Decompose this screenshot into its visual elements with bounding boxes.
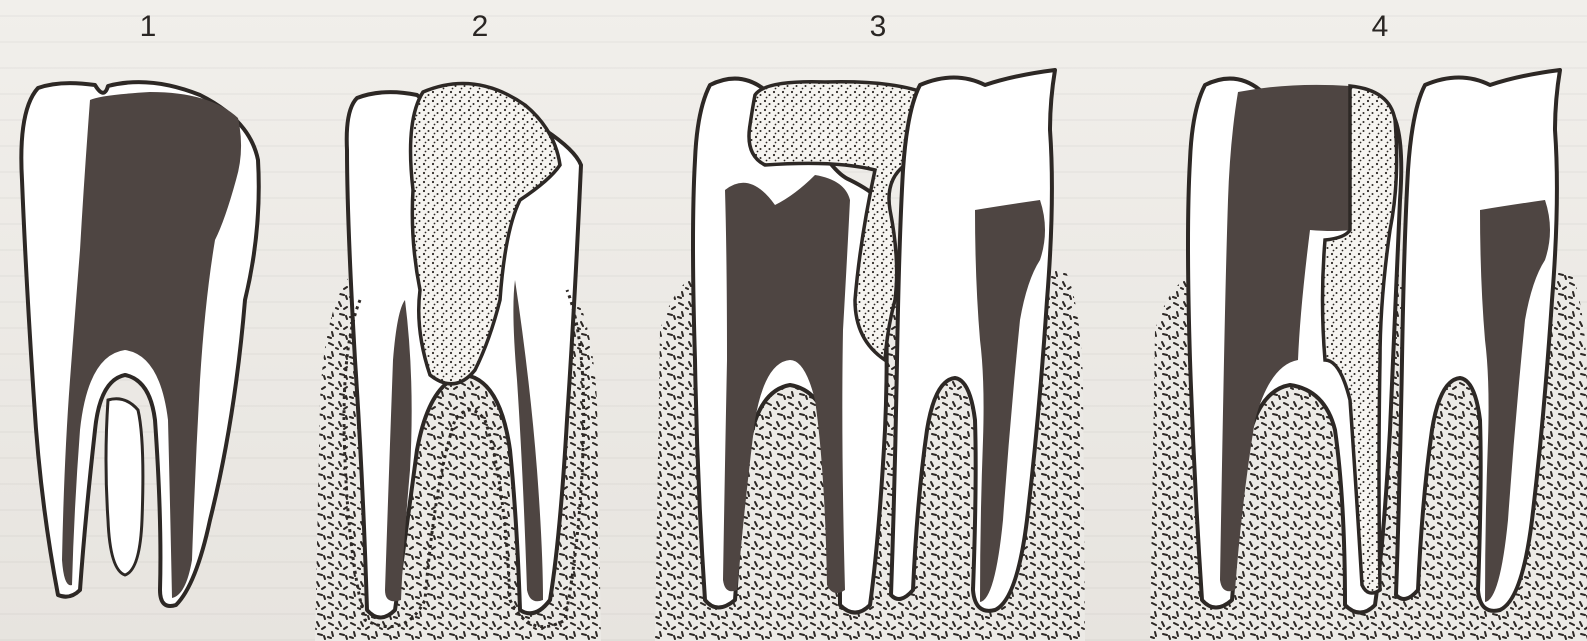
- panel-1-tooth-healthy-pulp: [0, 0, 290, 641]
- panel-3-tooth-abscess: [655, 0, 1085, 641]
- panel-4-tooth-mixed: [1150, 0, 1587, 641]
- panel-2-tooth-pulpitis: [305, 0, 605, 641]
